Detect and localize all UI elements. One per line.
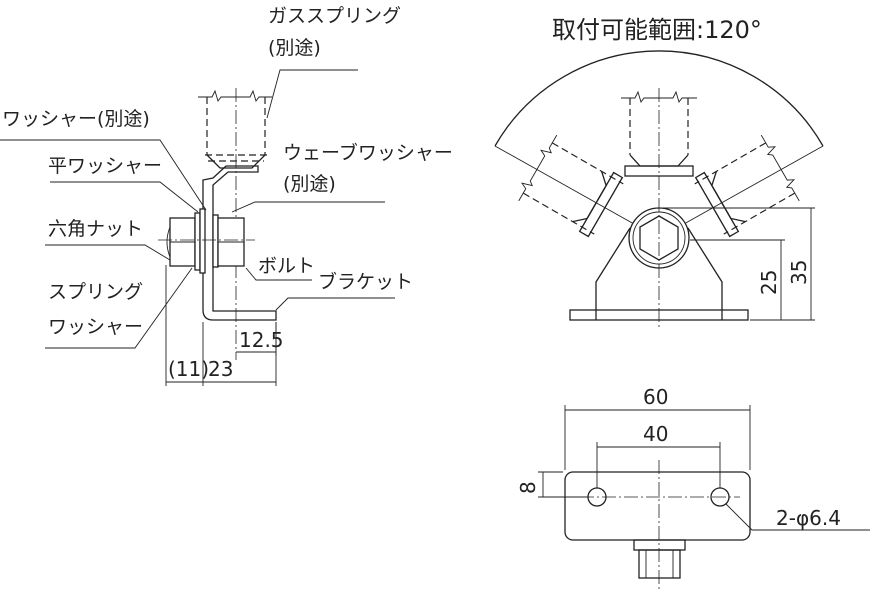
range-title: 取付可能範囲:120°: [552, 16, 762, 44]
gas-spring-label: ガススプリング: [268, 5, 401, 27]
spring-washer-label-2: ワッシャー: [48, 316, 143, 338]
flat-washer: [199, 208, 206, 274]
dim-60: 60: [643, 385, 668, 409]
spring-washer: [194, 212, 201, 271]
hex-nut: [166, 217, 196, 267]
gas-spring-note: (別途): [268, 37, 321, 59]
spring-right: [694, 134, 800, 238]
dim-35: 35: [787, 260, 811, 285]
front-view: 取付可能範囲:120°: [494, 16, 824, 330]
spring-left: [518, 134, 624, 238]
dim-8: 8: [516, 481, 540, 494]
leader-lines: [0, 69, 395, 349]
side-dimensions: [165, 265, 277, 386]
dim-25: 25: [757, 270, 781, 295]
dim-11: (11): [168, 357, 209, 381]
hex-nut-bottom: [638, 549, 681, 579]
washer-separate-label: ワッシャー(別途): [2, 108, 150, 130]
hole-spec: 2-φ6.4: [776, 506, 841, 530]
bracket-shape: [202, 165, 277, 321]
range-arc: [494, 50, 824, 147]
dim-40: 40: [643, 422, 668, 446]
wave-washer-note: (別途): [283, 173, 336, 195]
side-view: ガススプリング (別途) ワッシャー(別途) 平ワッシャー 六角ナット スプリン…: [0, 5, 453, 386]
nut-washer-bottom: [633, 539, 686, 551]
wave-washer: [212, 214, 219, 268]
wave-washer-label: ウェーブワッシャー: [283, 141, 453, 164]
bottom-view: 60 40 8 2-φ6.4: [516, 385, 870, 590]
bolt-label: ボルト: [258, 255, 315, 277]
hex-nut-label: 六角ナット: [48, 218, 143, 240]
dim-12-5: 12.5: [239, 328, 284, 352]
flat-washer-label: 平ワッシャー: [48, 155, 162, 177]
dim-23: 23: [208, 357, 233, 381]
bracket-label: ブラケット: [318, 270, 413, 293]
spring-washer-label-1: スプリング: [48, 281, 143, 303]
